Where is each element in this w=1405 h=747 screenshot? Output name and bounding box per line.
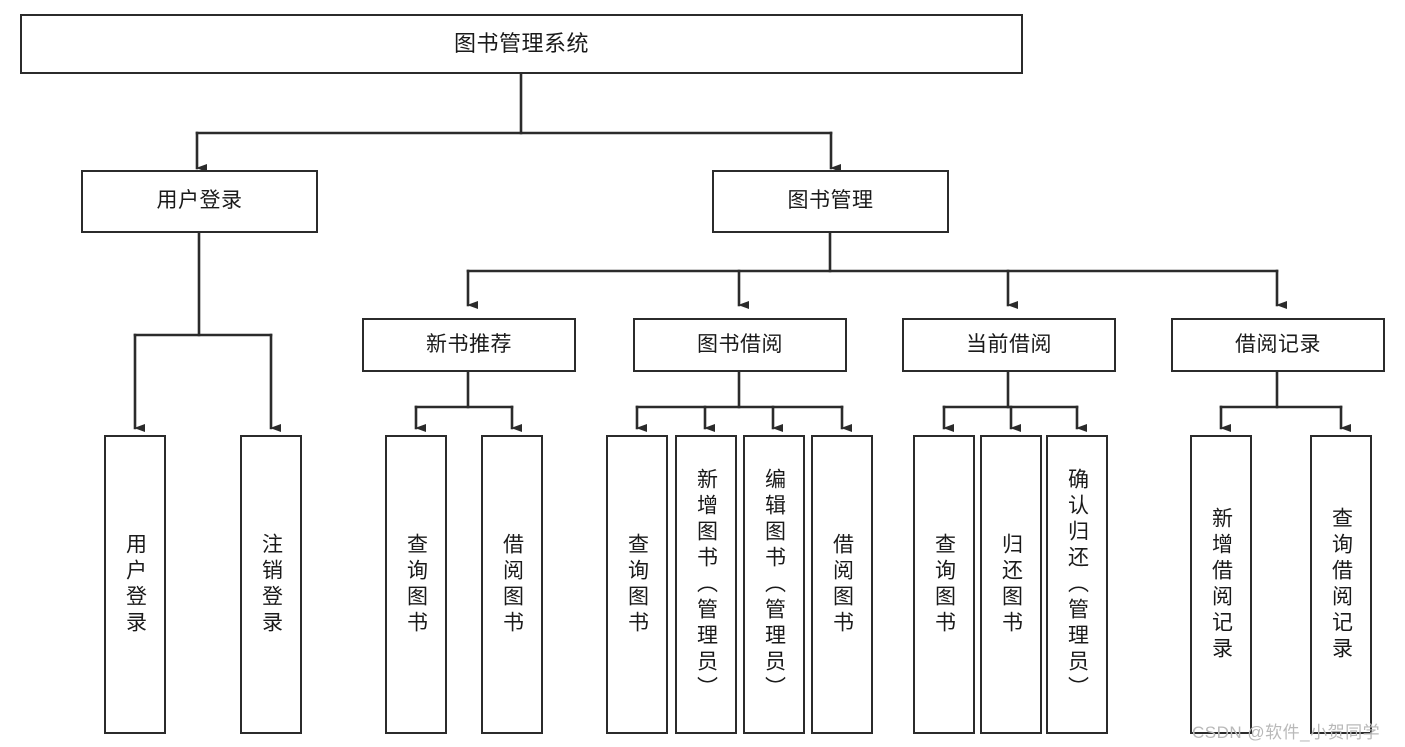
node-new-book-recommend-label: 新书推荐 [426, 332, 512, 356]
node-root-label: 图书管理系统 [453, 31, 589, 57]
node-current-borrow-label: 当前借阅 [966, 332, 1052, 356]
node-leaf-user-login[interactable]: 用户登录 [104, 435, 166, 734]
node-borrow-record-label: 借阅记录 [1235, 332, 1321, 356]
node-leaf-borrow-book-2[interactable]: 借阅图书 [811, 435, 873, 734]
node-leaf-confirm-return-label: 确认归还（管理员） [1065, 467, 1089, 702]
node-borrow-record[interactable]: 借阅记录 [1171, 318, 1385, 372]
node-leaf-edit-book[interactable]: 编辑图书（管理员） [743, 435, 805, 734]
node-leaf-query-book-2[interactable]: 查询图书 [606, 435, 668, 734]
node-leaf-add-record-label: 新增借阅记录 [1209, 506, 1233, 663]
node-leaf-return-book[interactable]: 归还图书 [980, 435, 1042, 734]
node-leaf-add-record[interactable]: 新增借阅记录 [1190, 435, 1252, 734]
node-new-book-recommend[interactable]: 新书推荐 [362, 318, 576, 372]
node-book-borrow[interactable]: 图书借阅 [633, 318, 847, 372]
node-leaf-logout-login[interactable]: 注销登录 [240, 435, 302, 734]
node-leaf-query-book-2-label: 查询图书 [625, 532, 649, 637]
node-leaf-borrow-book-1[interactable]: 借阅图书 [481, 435, 543, 734]
node-root[interactable]: 图书管理系统 [20, 14, 1023, 74]
node-leaf-confirm-return[interactable]: 确认归还（管理员） [1046, 435, 1108, 734]
node-leaf-edit-book-label: 编辑图书（管理员） [762, 467, 786, 702]
node-current-borrow[interactable]: 当前借阅 [902, 318, 1116, 372]
node-leaf-query-book-1-label: 查询图书 [404, 532, 428, 637]
node-user-login[interactable]: 用户登录 [81, 170, 318, 233]
node-leaf-user-login-label: 用户登录 [123, 532, 147, 637]
node-leaf-query-book-3[interactable]: 查询图书 [913, 435, 975, 734]
node-book-management-label: 图书管理 [787, 189, 874, 213]
node-leaf-query-record[interactable]: 查询借阅记录 [1310, 435, 1372, 734]
node-leaf-logout-login-label: 注销登录 [259, 532, 283, 637]
node-leaf-add-book-label: 新增图书（管理员） [694, 467, 718, 702]
node-leaf-borrow-book-1-label: 借阅图书 [500, 532, 524, 637]
node-book-management[interactable]: 图书管理 [712, 170, 949, 233]
node-user-login-label: 用户登录 [156, 189, 243, 213]
node-leaf-borrow-book-2-label: 借阅图书 [830, 532, 854, 637]
watermark-text: CSDN @软件_小贺同学 [1192, 723, 1381, 742]
node-book-borrow-label: 图书借阅 [697, 332, 783, 356]
node-leaf-query-record-label: 查询借阅记录 [1329, 506, 1353, 663]
node-leaf-add-book[interactable]: 新增图书（管理员） [675, 435, 737, 734]
node-leaf-return-book-label: 归还图书 [999, 532, 1023, 637]
node-leaf-query-book-3-label: 查询图书 [932, 532, 956, 637]
node-leaf-query-book-1[interactable]: 查询图书 [385, 435, 447, 734]
